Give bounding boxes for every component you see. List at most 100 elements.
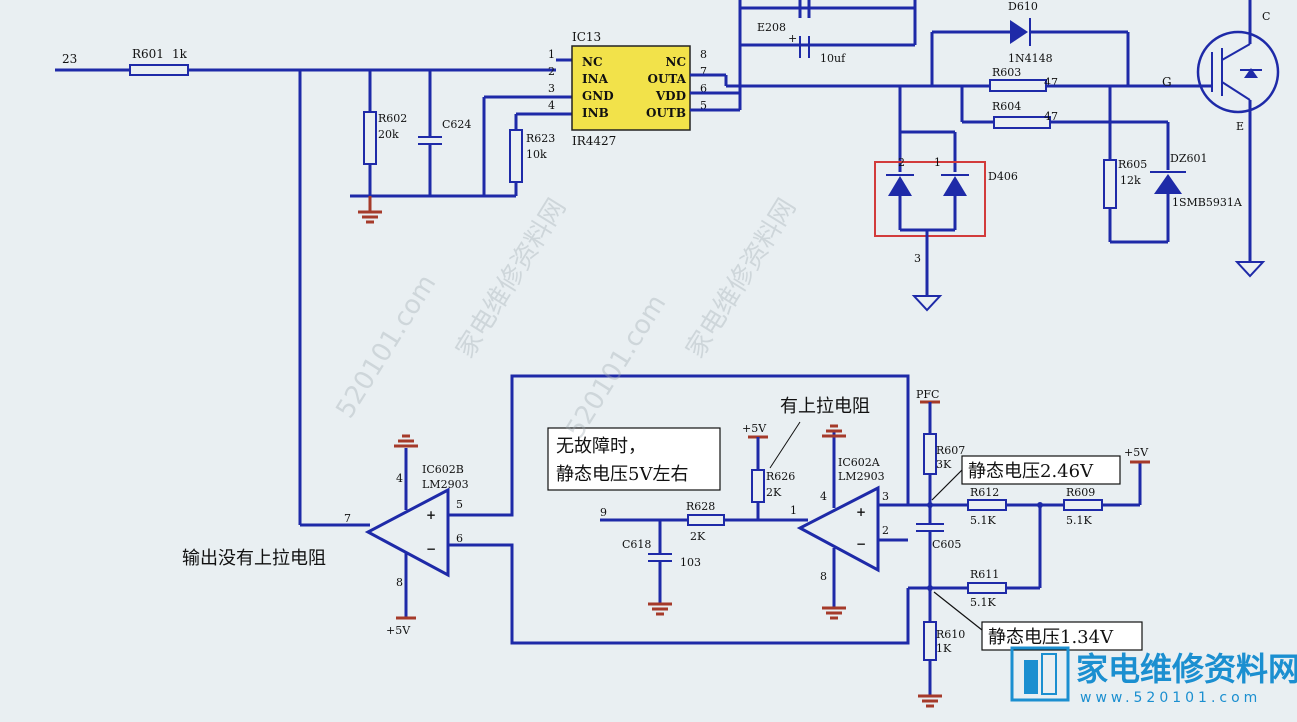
ann-quiescent-134: 静态电压1.34V	[988, 627, 1114, 648]
ann-134-box	[981, 621, 1143, 651]
r603-resistor	[989, 79, 1047, 92]
net-input-label: 23	[62, 52, 77, 66]
ann-no-fault-box	[547, 427, 721, 491]
watermark-site-name-2: 家电维修资料网	[680, 193, 802, 363]
r607-value: 3K	[936, 458, 952, 471]
ic602b-ref: IC602B	[422, 463, 464, 476]
ic602a-pin1: 1	[790, 504, 797, 517]
r626-resistor	[751, 469, 765, 503]
ann-no-fault-line1: 无故障时，	[556, 436, 646, 457]
r609-resistor	[1063, 499, 1103, 511]
ic602b-pin8: 8	[396, 576, 403, 589]
d406-highlight-box	[874, 161, 986, 237]
watermark-url-2: 520101.com	[560, 290, 672, 444]
r602-ref: R602	[378, 112, 407, 125]
ground-ic602a-bottom-icon	[820, 606, 848, 620]
site-logo: 家电维修资料网 www.520101.com	[1010, 646, 1297, 706]
r626-supply: +5V	[742, 422, 767, 435]
ann-no-fault-line2: 静态电压5V左右	[556, 464, 688, 485]
c624-ref: C624	[442, 118, 471, 131]
ic13-pin-name: INA	[582, 72, 609, 86]
c618-value: 103	[680, 556, 701, 569]
r604-ref: R604	[992, 100, 1021, 113]
ic602b-pin5: 5	[456, 498, 463, 511]
ic602a-comparator	[796, 485, 880, 573]
r610-resistor	[923, 621, 937, 661]
ic13-pin-number: 3	[548, 82, 555, 95]
r611-resistor	[967, 582, 1007, 594]
r612-resistor	[967, 499, 1007, 511]
ic602a-pin2: 2	[882, 524, 889, 537]
r628-value: 2K	[690, 530, 706, 543]
r607-ref: R607	[936, 444, 965, 457]
ground-top-left-icon	[356, 210, 384, 224]
r626-value: 2K	[766, 486, 782, 499]
igbt-pin-c: C	[1262, 10, 1270, 23]
ann-quiescent-246: 静态电压2.46V	[968, 461, 1094, 482]
ground-ic602a-top-icon	[820, 424, 848, 438]
r609-ref: R609	[1066, 486, 1095, 499]
ic602a-minus: −	[856, 537, 866, 551]
dz601-ref: DZ601	[1170, 152, 1207, 165]
watermark-url-1: 520101.com	[330, 270, 442, 424]
d406-diode-right	[943, 176, 967, 196]
ground-ic602b-icon	[392, 434, 420, 448]
dz601-part: 1SMB5931A	[1172, 196, 1243, 209]
igbt-pin-e: E	[1236, 120, 1244, 133]
ic13-pin-name: OUTB	[646, 106, 686, 120]
ground-d406-icon	[913, 295, 941, 311]
r628-ref: R628	[686, 500, 715, 513]
d610-diode	[1010, 20, 1028, 44]
ic13-pin-name: GND	[582, 89, 614, 103]
r605-resistor	[1103, 159, 1117, 209]
ic602b-plus: +	[426, 508, 436, 522]
r602-resistor	[363, 111, 377, 165]
r601-ref: R601	[132, 47, 164, 61]
r605-value: 12k	[1120, 174, 1141, 187]
logo-url: www.520101.com	[1080, 690, 1261, 706]
dz601-zener	[1154, 174, 1182, 194]
r602-value: 20k	[378, 128, 399, 141]
r623-ref: R623	[526, 132, 555, 145]
igbt-transistor	[1196, 30, 1280, 114]
ic602a-pin4: 4	[820, 490, 827, 503]
r628-resistor	[687, 514, 725, 526]
r626-ref: R626	[766, 470, 795, 483]
r610-value: 1K	[936, 642, 952, 655]
d406-pin3: 3	[914, 252, 921, 265]
ic13-pin-number: 7	[700, 65, 707, 78]
ic13-pin-name: INB	[582, 106, 609, 120]
ic602b-supply: +5V	[386, 624, 411, 637]
ic13-pin-number: 8	[700, 48, 707, 61]
ic13-ref: IC13	[572, 30, 601, 44]
ic13-pin-name: NC	[582, 55, 603, 69]
r623-value: 10k	[526, 148, 547, 161]
r607-resistor	[923, 433, 937, 475]
ic602a-part: LM2903	[838, 470, 885, 483]
r610-ref: R610	[936, 628, 965, 641]
ic602a-pin8: 8	[820, 570, 827, 583]
e208-value: 10uf	[820, 52, 846, 65]
ic602b-comparator	[364, 487, 450, 578]
ann-246-box	[961, 455, 1121, 485]
r609-supply: +5V	[1124, 446, 1149, 459]
r603-ref: R603	[992, 66, 1021, 79]
ic13-pin-name: OUTA	[647, 72, 686, 86]
r604-value: 47	[1044, 110, 1058, 123]
d406-pin1: 1	[934, 156, 941, 169]
ic602b-pin7: 7	[344, 512, 351, 525]
r623-resistor	[509, 129, 523, 183]
c618-ref: C618	[622, 538, 651, 551]
ann-pull-up: 有上拉电阻	[780, 396, 870, 417]
ic602a-pin3: 3	[882, 490, 889, 503]
r612-ref: R612	[970, 486, 999, 499]
d610-part: 1N4148	[1008, 52, 1053, 65]
ic13-pin-number: 6	[700, 82, 707, 95]
pfc-net: PFC	[916, 388, 939, 401]
e208-ref: E208	[757, 21, 786, 34]
net-gate-label: G	[1162, 75, 1172, 89]
ic13-pin-number: 1	[548, 48, 555, 61]
ic13-pin-name: VDD	[655, 89, 686, 103]
ground-r610-icon	[916, 694, 944, 708]
r611-value: 5.1K	[970, 596, 996, 609]
